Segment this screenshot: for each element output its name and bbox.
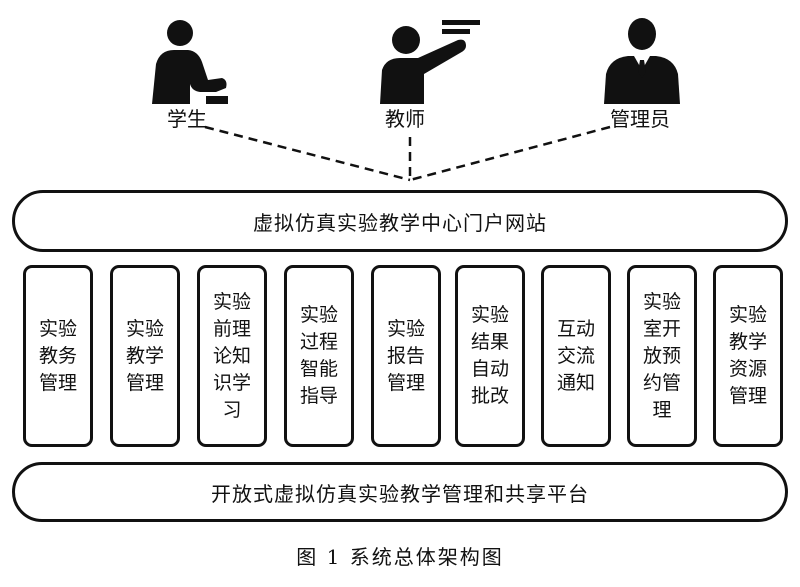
module-report-management: 实验报告管理 xyxy=(371,265,441,447)
module-auto-grading: 实验结果自动批改 xyxy=(455,265,525,447)
module-label: 实验教务管理 xyxy=(38,317,77,394)
administrator-connector xyxy=(409,125,611,182)
module-teaching-management: 实验教学管理 xyxy=(110,265,180,447)
module-label: 实验结果自动批改 xyxy=(470,304,509,407)
module-label: 实验室开放预约管理 xyxy=(642,290,681,421)
module-interaction-notice: 互动交流通知 xyxy=(541,265,611,447)
module-teaching-affairs: 实验教务管理 xyxy=(23,265,93,447)
module-label: 实验报告管理 xyxy=(386,317,425,394)
role-label-teacher: 教师 xyxy=(385,107,425,131)
module-label: 互动交流通知 xyxy=(556,317,595,394)
teacher-icon xyxy=(380,20,480,104)
student-connector xyxy=(204,125,411,182)
module-label: 实验教学管理 xyxy=(125,317,164,394)
role-label-administrator: 管理员 xyxy=(610,107,670,131)
sharing-platform-box: 开放式虚拟仿真实验教学管理和共享平台 xyxy=(12,462,788,522)
figure-caption: 图 1 系统总体架构图 xyxy=(296,545,504,569)
sharing-platform-label: 开放式虚拟仿真实验教学管理和共享平台 xyxy=(211,481,589,506)
module-process-guidance: 实验过程智能指导 xyxy=(284,265,354,447)
role-label-student: 学生 xyxy=(167,107,207,131)
module-label: 实验教学资源管理 xyxy=(728,304,767,407)
portal-website-box: 虚拟仿真实验教学中心门户网站 xyxy=(12,190,788,252)
module-lab-reservation: 实验室开放预约管理 xyxy=(627,265,697,447)
module-pre-lab-theory: 实验前理论知识学习 xyxy=(197,265,267,447)
module-label: 实验过程智能指导 xyxy=(299,304,338,407)
student-icon xyxy=(152,20,228,104)
portal-website-label: 虚拟仿真实验教学中心门户网站 xyxy=(253,210,547,235)
module-resource-management: 实验教学资源管理 xyxy=(713,265,783,447)
administrator-icon xyxy=(604,18,680,104)
module-label: 实验前理论知识学习 xyxy=(212,290,251,421)
